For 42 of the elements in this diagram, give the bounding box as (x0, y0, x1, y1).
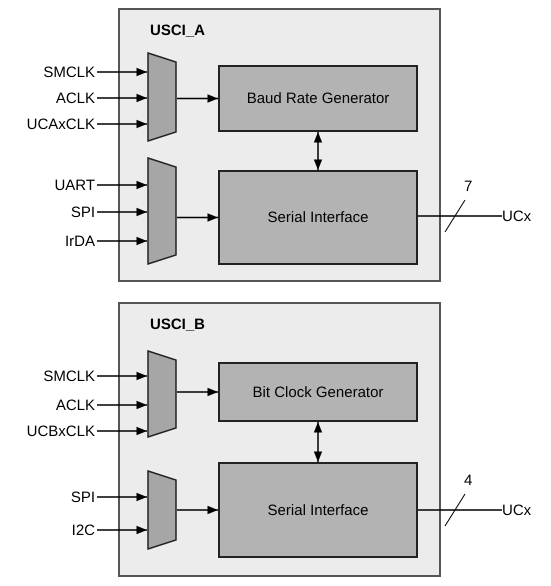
signal-label: UCAxCLK (15, 114, 95, 134)
signal-label: UCx (502, 500, 540, 520)
arrow (97, 180, 147, 190)
signal-label: SPI (40, 202, 95, 222)
signal-label: IrDA (40, 231, 95, 251)
arrow (97, 236, 147, 246)
arrow (97, 492, 147, 502)
arrow (177, 94, 218, 103)
arrow (314, 132, 322, 170)
arrow (97, 400, 147, 410)
signal-label: SPI (40, 487, 95, 507)
arrow (97, 94, 147, 102)
function-block: Serial Interface (218, 462, 418, 558)
arrow (97, 426, 147, 436)
arrow (177, 506, 218, 514)
multiplexer-shape (147, 52, 177, 142)
arrow (314, 422, 322, 462)
function-block: Baud Rate Generator (218, 65, 418, 132)
arrow (97, 68, 147, 76)
multiplexer-shape (147, 157, 177, 265)
multiplexer-shape (147, 470, 177, 550)
arrow (97, 372, 147, 380)
arrow (97, 208, 147, 216)
module-panel (118, 8, 441, 282)
multiplexer-shape (147, 350, 177, 438)
arrow (177, 388, 218, 396)
signal-label: SMCLK (30, 366, 95, 386)
signal-label: I2C (40, 520, 95, 540)
signal-label: SMCLK (30, 62, 95, 82)
arrow (97, 120, 147, 128)
signal-label: UCx (502, 206, 540, 226)
module-title: USCI_B (150, 316, 206, 333)
module-title: USCI_A (150, 22, 206, 39)
function-block: Serial Interface (218, 170, 418, 265)
module-panel (118, 302, 441, 577)
signal-label: UART (40, 175, 95, 195)
function-block: Bit Clock Generator (218, 362, 418, 422)
signal-label: ACLK (40, 88, 95, 108)
signal-label: UCBxCLK (12, 421, 95, 441)
arrow (97, 526, 147, 534)
arrow (177, 213, 218, 222)
signal-label: ACLK (40, 395, 95, 415)
